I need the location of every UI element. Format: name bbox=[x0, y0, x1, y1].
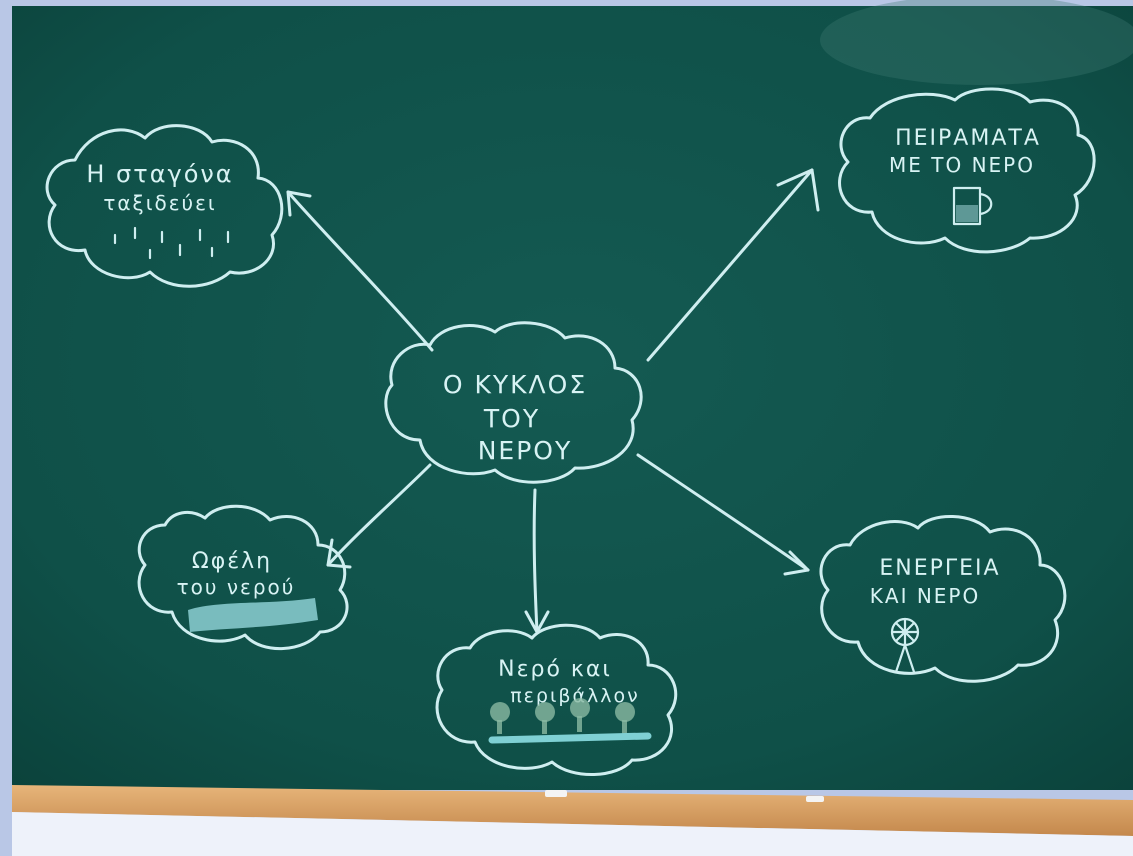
chalk-smudge bbox=[820, 0, 1133, 85]
uses-title-line-1: Ωφέλη bbox=[192, 549, 272, 574]
experiments-title-line-1: ΠΕΙΡΑΜΑΤΑ bbox=[895, 126, 1041, 151]
chalkboard bbox=[12, 6, 1133, 790]
center-title-line-1: Ο ΚΥΚΛΟΣ bbox=[443, 370, 587, 399]
center-title-line-3: ΝΕΡΟΥ bbox=[478, 436, 573, 465]
node-energy: ΕΝΕΡΓΕΙΑ ΚΑΙ ΝΕΡΟ bbox=[819, 515, 1067, 683]
arrow-to-drop bbox=[286, 190, 434, 352]
chalk-piece bbox=[806, 796, 824, 802]
trees-icon bbox=[488, 698, 652, 744]
drop-title-line-2: ταξιδεύει bbox=[103, 191, 216, 215]
drop-title-line-1: Η σταγόνα bbox=[86, 160, 233, 188]
windmill-icon bbox=[890, 617, 920, 674]
environment-title-line-2: περιβάλλον bbox=[510, 685, 640, 707]
node-experiments: ΠΕΙΡΑΜΑΤΑ ΜΕ ΤΟ ΝΕΡΟ bbox=[838, 87, 1096, 254]
water-stripe-icon bbox=[188, 598, 318, 632]
node-uses: Ωφέλη του νερού bbox=[137, 504, 349, 650]
center-cloud: Ο ΚΥΚΛΟΣ ΤΟΥ ΝΕΡΟΥ bbox=[384, 321, 643, 484]
energy-title-line-1: ΕΝΕΡΓΕΙΑ bbox=[879, 556, 1000, 581]
experiments-title-line-2: ΜΕ ΤΟ ΝΕΡΟ bbox=[889, 153, 1035, 177]
chalk-ledge bbox=[12, 785, 1133, 836]
arrow-to-energy bbox=[636, 453, 810, 576]
arrow-to-environment bbox=[524, 488, 550, 634]
node-drop: Η σταγόνα ταξιδεύει bbox=[45, 124, 284, 288]
arrow-to-experiments bbox=[646, 168, 820, 362]
wall-lower bbox=[12, 812, 1133, 856]
uses-title-line-2: του νερού bbox=[177, 575, 296, 599]
chalk-piece bbox=[545, 790, 567, 797]
node-environment: Νερό και περιβάλλον bbox=[435, 623, 678, 776]
environment-title-line-1: Νερό και bbox=[498, 657, 612, 682]
energy-title-line-2: ΚΑΙ ΝΕΡΟ bbox=[870, 584, 980, 608]
water-jug-icon bbox=[952, 186, 993, 226]
center-title-line-2: ΤΟΥ bbox=[483, 404, 540, 433]
raindrops-icon bbox=[113, 226, 230, 260]
